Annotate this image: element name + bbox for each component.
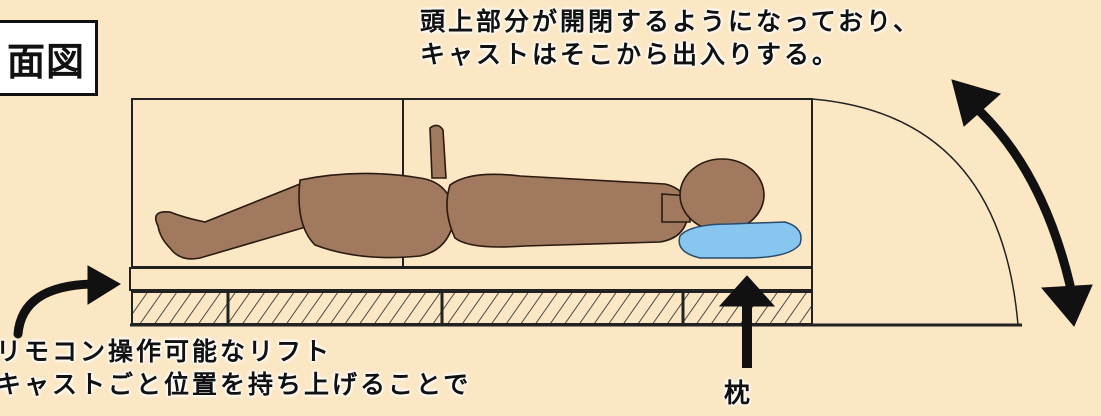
head-hatch-curve [811,98,1019,326]
figure-head [679,158,765,232]
lift-arrow [13,265,121,339]
open-close-arrow [951,79,1093,327]
hatch-annotation-line-2: キャストはそこから出入りする。 [420,39,841,69]
lift-annotation: リモコン操作可能なリフト キャストごと位置を持ち上げることで [0,336,471,401]
lift-platform [129,267,1022,327]
title-box: 面図 [0,20,98,96]
hatch-annotation: 頭上部分が開閉するようになっており、 キャストはそこから出入りする。 [420,6,921,71]
lift-hatched-base [131,291,813,325]
arrow-head-up [951,79,1002,127]
lift-top-panel [129,267,813,291]
figure-thigh [298,172,456,259]
hatch-annotation-line-1: 頭上部分が開閉するようになっており、 [420,7,922,36]
figure-arm-raised [429,124,447,179]
lift-arrow-head [87,265,121,305]
lift-annotation-line-2: キャストごと位置を持ち上げることで [0,369,472,399]
pillow-arrow-head [718,275,776,307]
pillow-label: 枕 [724,379,754,409]
diagram-title: 面図 [6,39,85,84]
pillow-arrow [718,275,776,368]
reclining-figure [154,124,765,260]
arrow-head-down [1040,284,1093,327]
lift-annotation-line-1: リモコン操作可能なリフト [0,337,333,366]
figure-leg [154,180,317,260]
pillow-shape [678,221,802,259]
figure-torso [446,173,689,248]
